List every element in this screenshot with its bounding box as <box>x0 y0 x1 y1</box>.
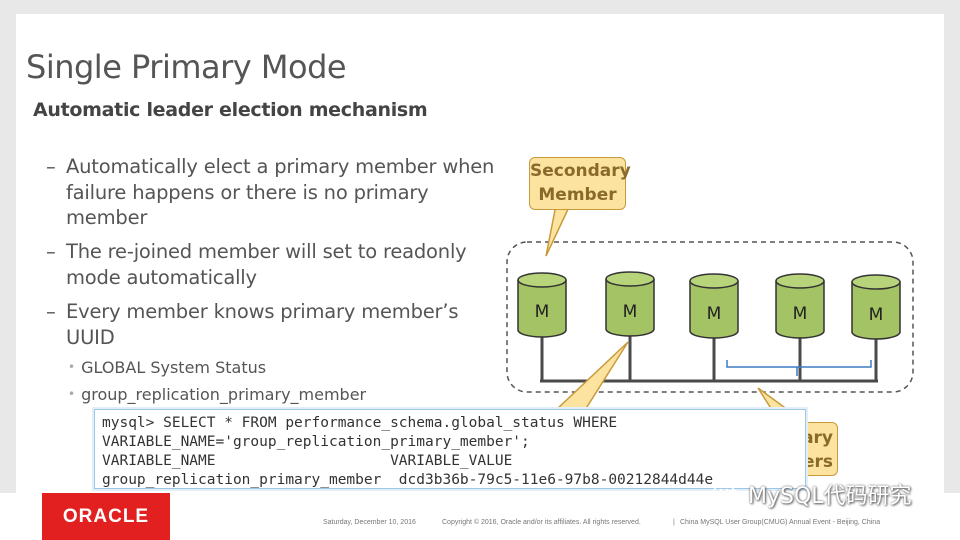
sql-query-box: mysql> SELECT * FROM performance_schema.… <box>94 409 806 489</box>
dash-marker: – <box>46 155 56 178</box>
bullet-2-text: The re-joined member will set to readonl… <box>66 240 467 289</box>
group-boundary <box>506 241 914 393</box>
bullet-dot-icon: • <box>68 387 76 401</box>
callout-pointer-primary <box>554 341 629 411</box>
sub-bullet-1-text: GLOBAL System Status <box>81 358 267 377</box>
member-label: M <box>869 305 884 325</box>
watermark-text: MySQL代码研究 <box>748 484 912 509</box>
bullet-3: – Every member knows primary member’s UU… <box>46 299 496 350</box>
network-lines <box>540 336 878 383</box>
sub-bullet-2: • group_replication_primary_member <box>68 385 366 404</box>
member-cylinder-2: M <box>605 271 655 337</box>
bullet-1: – Automatically elect a primary member w… <box>46 154 506 231</box>
dash-marker: – <box>46 300 56 323</box>
wechat-icon <box>713 483 742 505</box>
oracle-logo: ORACLE <box>42 493 170 540</box>
callout-right-line2: ers <box>802 452 833 472</box>
callout-pointer-secondary <box>545 204 572 257</box>
member-label: M <box>793 304 808 324</box>
bullet-3-text: Every member knows primary member’s UUID <box>66 300 459 349</box>
member-cylinder-4: M <box>775 273 825 339</box>
callout-secondary-line1: Secondary <box>530 161 631 181</box>
member-label: M <box>535 302 550 322</box>
member-label: M <box>707 304 722 324</box>
sql-line-4: group_replication_primary_member dcd3b36… <box>102 472 714 488</box>
bullet-2: – The re-joined member will set to reado… <box>46 239 506 290</box>
bullet-dot-icon: • <box>68 360 76 374</box>
sql-line-2: VARIABLE_NAME='group_replication_primary… <box>102 434 530 450</box>
member-cylinder-1: M <box>517 272 567 338</box>
callout-secondary-member: Secondary Member <box>529 157 631 210</box>
footer-copyright: Copyright © 2016, Oracle and/or its affi… <box>442 519 641 526</box>
slide-subtitle: Automatic leader election mechanism <box>33 99 428 121</box>
slide-title: Single Primary Mode <box>26 48 347 86</box>
footer-event: China MySQL User Group(CMUG) Annual Even… <box>680 519 881 526</box>
footer-date: Saturday, December 10, 2016 <box>323 519 416 526</box>
bullet-1-text: Automatically elect a primary member whe… <box>66 155 495 229</box>
member-label: M <box>623 302 638 322</box>
sql-line-1: mysql> SELECT * FROM performance_schema.… <box>102 415 618 431</box>
dash-marker: – <box>46 240 56 263</box>
member-cylinder-5: M <box>851 274 901 340</box>
sql-line-3: VARIABLE_NAME VARIABLE_VALUE <box>102 453 513 469</box>
sub-bullet-2-text: group_replication_primary_member <box>81 385 367 404</box>
member-cylinder-3: M <box>689 273 739 339</box>
callout-right-line1: ary <box>802 428 833 448</box>
footer-separator: | <box>673 519 675 526</box>
secondaries-bracket <box>726 360 872 376</box>
callout-secondary-line2: Member <box>538 185 617 205</box>
sub-bullet-1: • GLOBAL System Status <box>68 358 266 377</box>
